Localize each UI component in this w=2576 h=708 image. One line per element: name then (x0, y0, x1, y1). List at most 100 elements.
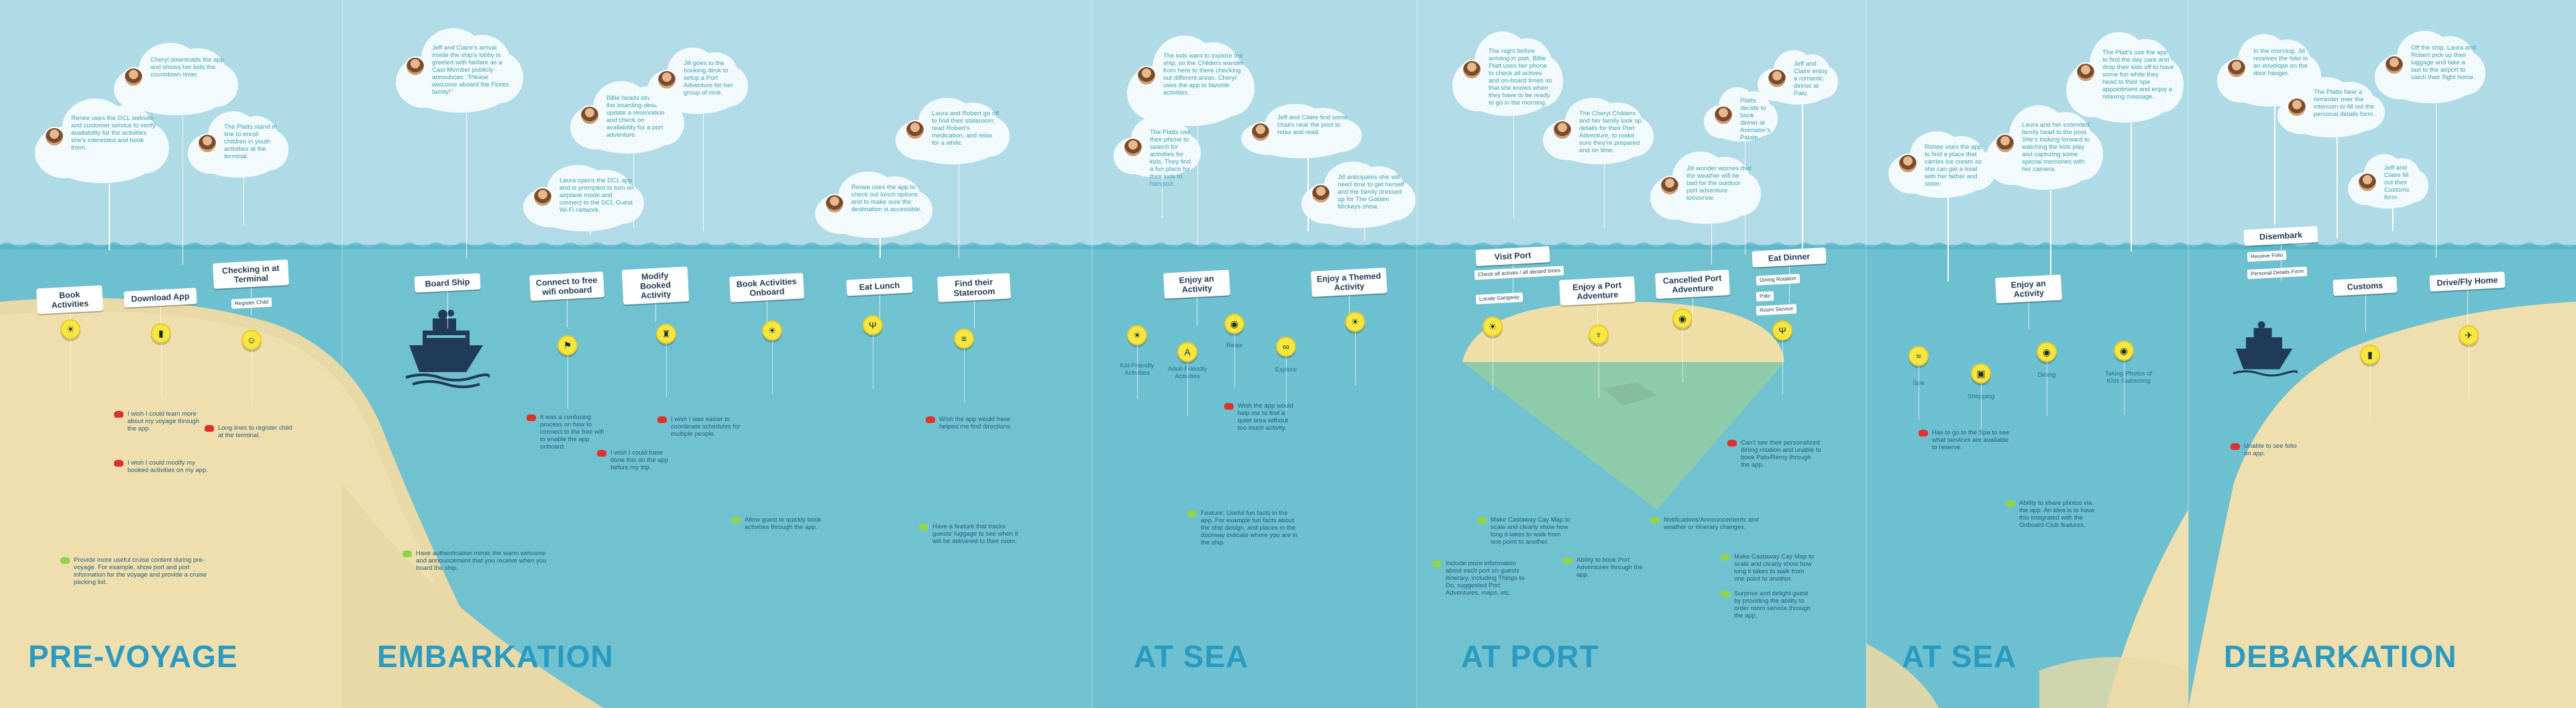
cloud-text: Jeff and Claire’s arrival inside the shi… (432, 44, 509, 96)
persona-avatar (905, 119, 925, 140)
cloud-text: Billie heads straight to the boarding de… (606, 95, 669, 139)
buoy-line (964, 349, 965, 402)
cloud-text: Jill goes to the booking desk to setup a… (684, 60, 733, 97)
buoy-line (1234, 334, 1235, 388)
activity-buoy-icon: ◉ (1224, 314, 1244, 334)
opportunity-note: Provide more useful cruise content durin… (74, 556, 207, 586)
pain-point-note: I wish I could learn more about my voyag… (127, 410, 200, 432)
cloud-connector (1364, 227, 1365, 241)
cloud-connector (958, 164, 959, 258)
opportunity-note: Surprise and delight guest by providing … (1734, 590, 1811, 620)
cloud-shape (815, 168, 932, 241)
cruise-ship-icon (2231, 305, 2299, 392)
touchpoint-sign: Enjoy a Themed Activity (1311, 268, 1387, 297)
cloud-connector (2392, 207, 2394, 231)
touchpoint-sign: Enjoy an Activity (1163, 270, 1230, 299)
persona-avatar (405, 56, 425, 76)
buoy-line (772, 341, 773, 394)
sign-pole (1349, 283, 1350, 323)
pain-point-note: I wish I was easier to coordinate schedu… (671, 416, 741, 438)
persona-avatar (1311, 183, 1331, 204)
cloud-quote: Renee uses the app to find a place that … (1888, 127, 1996, 201)
fish-icon (1477, 517, 1487, 524)
buoy-label: Taking Photos of Kids Swimming (2104, 370, 2153, 385)
persona-avatar (1660, 176, 1680, 196)
touchpoint-sign: Cancelled Port Adventure (1655, 270, 1730, 299)
persona-avatar (1123, 137, 1143, 158)
pain-point-note: I wish I could have done this on the app… (610, 449, 669, 471)
cruise-ship-icon (402, 298, 491, 392)
activity-buoy-icon: ≈ (1909, 346, 1929, 366)
cloud-quote: Billie heads straight to the boarding de… (570, 77, 684, 158)
cloud-shape (523, 161, 644, 235)
cloud-text: Renee uses the app to find a place that … (1925, 143, 1982, 188)
buoy-label: Relax (1204, 342, 1265, 349)
touchpoint-sign: Book Activities Onboard (729, 273, 804, 302)
activity-buoy-icon: ≡ (954, 329, 974, 349)
fish-icon (731, 517, 741, 524)
persona-avatar (2384, 55, 2404, 75)
pain-point-note: Wish the app would have helped me find d… (939, 416, 1012, 430)
activity-buoy-icon: ◉ (1672, 308, 1693, 329)
cloud-connector (1603, 164, 1605, 228)
buoy-line (1355, 332, 1356, 386)
buoy-line (1286, 357, 1287, 410)
cloud-quote: Renee uses the app to check out lunch op… (815, 168, 932, 241)
crab-icon (205, 425, 214, 432)
cloud-quote: Jeff and Claire’s arrival inside the shi… (396, 23, 523, 117)
crab-icon (114, 411, 123, 418)
buoy-line (1137, 345, 1138, 399)
fish-icon (2006, 500, 2015, 507)
opportunity-note: Include more information about each port… (1446, 560, 1525, 597)
cloud-connector (466, 113, 467, 258)
cloud-quote: Platts decide to book dinner at Animator… (1704, 84, 1778, 144)
opportunity-note: Have a feature that tracks guests’ lugga… (932, 523, 1018, 545)
persona-avatar (123, 67, 144, 87)
buoy-line (161, 343, 162, 397)
touchpoint-sign: Eat Lunch (846, 276, 913, 296)
opportunity-note: Notifications/Announcements and weather … (1664, 516, 1759, 531)
cloud-text: Jill wonder worries that the weather wil… (1686, 165, 1752, 202)
crab-icon (1919, 430, 1928, 436)
persona-avatar (824, 193, 845, 214)
activity-buoy-icon: ☀ (60, 319, 80, 339)
touchpoint-sign: Find their Stateroom (937, 273, 1011, 302)
activity-buoy-icon: ◉ (2037, 342, 2057, 362)
persona-avatar (1462, 60, 1482, 80)
cloud-quote: Jeff and Claire fill out their Customs f… (2348, 151, 2428, 211)
persona-avatar (533, 186, 553, 207)
opportunity-note: Make Castaway Cay Map to scale and clear… (1491, 516, 1570, 546)
cloud-connector (109, 184, 110, 250)
cloud-connector (1197, 127, 1198, 245)
activity-buoy-icon: ☀ (1345, 312, 1365, 332)
cloud-text: The Platts stand in line to enroll child… (224, 123, 277, 161)
cloud-quote: Jeff and Claire enjoy a romantic dinner … (1758, 47, 1838, 107)
cloud-connector (2337, 137, 2338, 238)
cloud-text: Jeff and Claire find some chairs near th… (1277, 113, 1348, 136)
cloud-shape (2277, 74, 2385, 141)
cloud-shape (35, 94, 169, 188)
activity-buoy-icon: Ψ (1772, 320, 1792, 341)
cloud-connector (2274, 107, 2275, 225)
cloud-text: The Cheryl Childers and her family look … (1579, 110, 1642, 155)
opportunity-note: Ability to share photos via the app. An … (2019, 499, 2094, 529)
cloud-text: Laura opens the DCL app and is prompted … (559, 177, 634, 215)
cloud-connector (243, 177, 244, 225)
cloud-text: Laura and her extended family head to th… (2022, 121, 2090, 173)
fish-icon (1721, 554, 1730, 560)
persona-avatar (1713, 105, 1733, 125)
cloud-text: Renee uses the DCL website and customer … (71, 114, 156, 152)
crab-icon (2231, 443, 2240, 450)
pain-point-note: Long lines to register child at the term… (218, 424, 292, 439)
sign-pole (447, 288, 448, 329)
cloud-quote: The Platt’s use the app to find the day … (2066, 27, 2184, 127)
activity-buoy-icon: ✈ (2459, 325, 2479, 345)
subtask-tag: Palo (1756, 291, 1774, 302)
cloud-quote: Off the ship, Laura and Robert pick up t… (2375, 27, 2485, 107)
buoy-line (2124, 361, 2125, 414)
persona-avatar (2076, 62, 2096, 82)
buoy-line (1782, 341, 1783, 394)
crab-icon (1727, 440, 1737, 447)
sign-pole (2467, 287, 2468, 327)
persona-avatar (44, 127, 64, 147)
